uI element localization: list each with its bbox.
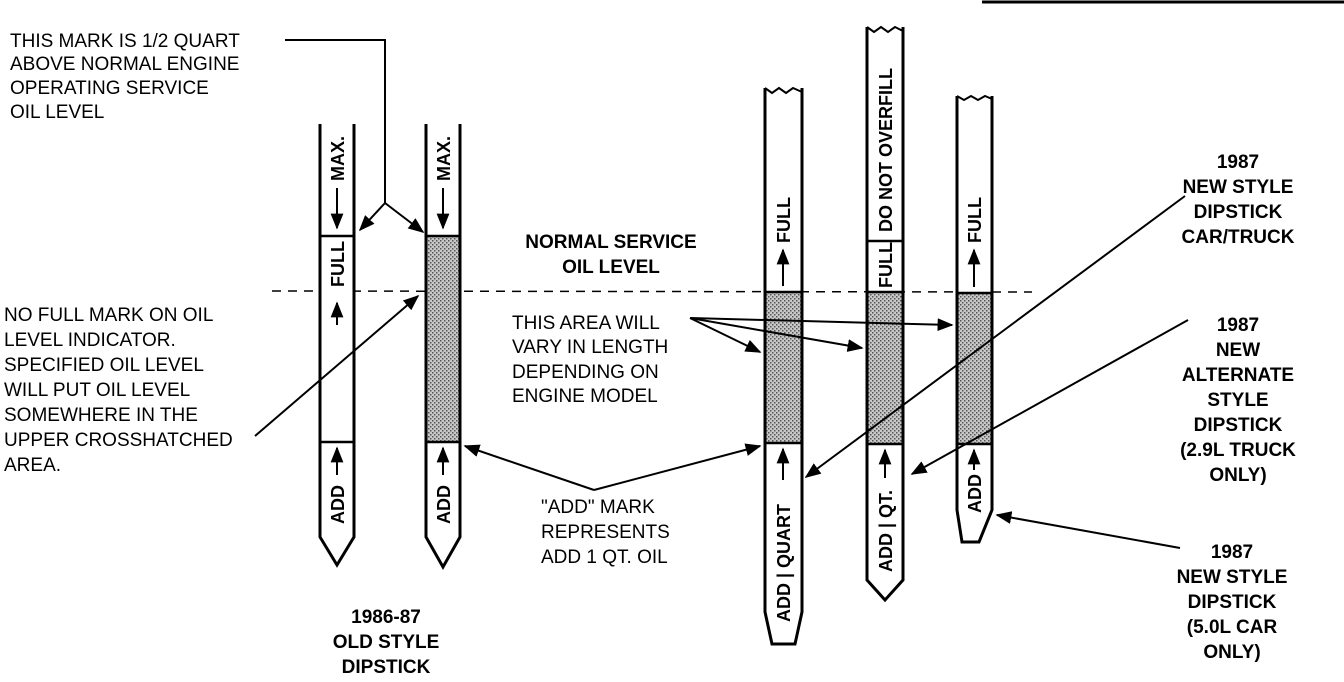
dipstick3-add-quart-label: ADD | QUART <box>774 504 794 622</box>
svg-text:(2.9L TRUCK: (2.9L TRUCK <box>1180 440 1296 461</box>
leader-new-alternate <box>910 319 1189 475</box>
svg-text:NEW: NEW <box>1216 340 1260 361</box>
svg-text:DIPSTICK: DIPSTICK <box>1188 592 1277 613</box>
leader-area-vary-2 <box>689 317 864 352</box>
svg-text:ONLY): ONLY) <box>1203 642 1260 663</box>
dipstick4-full-label: FULL <box>876 242 896 288</box>
leader-half-quart <box>285 39 386 203</box>
dipstick-old-2 <box>424 124 462 571</box>
svg-text:SPECIFIED OIL LEVEL: SPECIFIED OIL LEVEL <box>4 355 204 376</box>
caption-new-style-car-truck: 1987 NEW STYLE DIPSTICK CAR/TRUCK <box>1182 152 1295 248</box>
dipstick-new-alternate <box>865 25 905 603</box>
leader-new-style-car-truck <box>804 195 1186 478</box>
dipstick4-overfill-label: DO NOT OVERFILL <box>876 68 896 232</box>
normal-level-line <box>271 290 1033 293</box>
svg-text:"ADD" MARK: "ADD" MARK <box>541 497 655 518</box>
svg-text:AREA.: AREA. <box>4 455 61 476</box>
svg-text:LEVEL INDICATOR.: LEVEL INDICATOR. <box>4 330 176 351</box>
svg-text:SOMEWHERE IN THE: SOMEWHERE IN THE <box>4 405 198 426</box>
svg-text:ADD 1 QT. OIL: ADD 1 QT. OIL <box>541 547 668 568</box>
svg-text:NORMAL SERVICE: NORMAL SERVICE <box>525 232 696 253</box>
svg-text:DIPSTICK: DIPSTICK <box>1194 415 1283 436</box>
svg-text:THIS AREA WILL: THIS AREA WILL <box>512 313 660 334</box>
caption-new-alternate: 1987 NEW ALTERNATE STYLE DIPSTICK (2.9L … <box>1180 315 1296 486</box>
svg-text:1987: 1987 <box>1217 152 1259 173</box>
svg-text:OIL LEVEL: OIL LEVEL <box>10 102 104 123</box>
dipstick5-full-label: FULL <box>965 197 985 243</box>
svg-text:REPRESENTS: REPRESENTS <box>541 522 670 543</box>
note-half-quart: THIS MARK IS 1/2 QUART ABOVE NORMAL ENGI… <box>10 31 240 123</box>
note-no-full-mark: NO FULL MARK ON OIL LEVEL INDICATOR. SPE… <box>4 305 233 476</box>
leader-new-style-5l <box>995 511 1181 549</box>
svg-text:STYLE: STYLE <box>1207 390 1268 411</box>
svg-text:ENGINE MODEL: ENGINE MODEL <box>512 386 658 407</box>
svg-text:OIL LEVEL: OIL LEVEL <box>562 257 660 278</box>
dipstick-old-1 <box>318 124 356 568</box>
svg-text:DIPSTICK: DIPSTICK <box>342 657 431 678</box>
svg-text:1987: 1987 <box>1211 542 1253 563</box>
svg-text:VARY IN LENGTH: VARY IN LENGTH <box>512 337 668 358</box>
dipstick2-max-label: MAX. <box>434 136 454 181</box>
svg-text:OPERATING SERVICE: OPERATING SERVICE <box>10 78 209 99</box>
note-normal-service: NORMAL SERVICE OIL LEVEL <box>525 232 696 278</box>
svg-text:(5.0L CAR: (5.0L CAR <box>1187 617 1278 638</box>
dipstick3-full-label: FULL <box>774 197 794 243</box>
svg-text:1986-87: 1986-87 <box>351 607 421 628</box>
svg-text:NEW STYLE: NEW STYLE <box>1177 567 1288 588</box>
note-add-mark: "ADD" MARK REPRESENTS ADD 1 QT. OIL <box>541 497 670 568</box>
caption-old-style: 1986-87 OLD STYLE DIPSTICK <box>333 607 440 678</box>
svg-text:OLD STYLE: OLD STYLE <box>333 632 440 653</box>
dipstick-new-quart <box>763 86 804 646</box>
dipstick1-max-label: MAX. <box>328 136 348 181</box>
svg-text:1987: 1987 <box>1217 315 1259 336</box>
dipstick-new-5l <box>955 94 994 544</box>
dipstick4-add-qt-label: ADD | QT. <box>876 490 896 572</box>
dipstick5-add-label: ADD <box>965 474 985 513</box>
svg-text:THIS MARK IS 1/2 QUART: THIS MARK IS 1/2 QUART <box>10 31 240 52</box>
svg-text:DIPSTICK: DIPSTICK <box>1194 202 1283 223</box>
leader-area-vary-3 <box>689 317 954 332</box>
svg-text:WILL PUT OIL LEVEL: WILL PUT OIL LEVEL <box>4 380 190 401</box>
dipstick1-add-label: ADD <box>328 485 348 524</box>
svg-text:CAR/TRUCK: CAR/TRUCK <box>1182 227 1295 248</box>
svg-text:ALTERNATE: ALTERNATE <box>1182 365 1294 386</box>
dipstick1-full-label: FULL <box>328 241 348 287</box>
note-area-vary: THIS AREA WILL VARY IN LENGTH DEPENDING … <box>512 313 668 407</box>
svg-text:DEPENDING ON: DEPENDING ON <box>512 362 659 383</box>
svg-text:ABOVE NORMAL ENGINE: ABOVE NORMAL ENGINE <box>10 54 239 75</box>
svg-text:UPPER CROSSHATCHED: UPPER CROSSHATCHED <box>4 430 233 451</box>
leader-no-full-mark <box>254 294 420 437</box>
svg-text:NEW STYLE: NEW STYLE <box>1183 177 1294 198</box>
svg-text:ONLY): ONLY) <box>1209 465 1266 486</box>
leader-add-mark-new <box>593 443 762 491</box>
svg-text:NO FULL MARK ON OIL: NO FULL MARK ON OIL <box>4 305 213 326</box>
caption-new-style-5l: 1987 NEW STYLE DIPSTICK (5.0L CAR ONLY) <box>1177 542 1288 663</box>
leader-add-mark-old <box>463 444 595 491</box>
leader-area-vary-1 <box>689 317 762 353</box>
dipstick2-add-label: ADD <box>434 485 454 524</box>
